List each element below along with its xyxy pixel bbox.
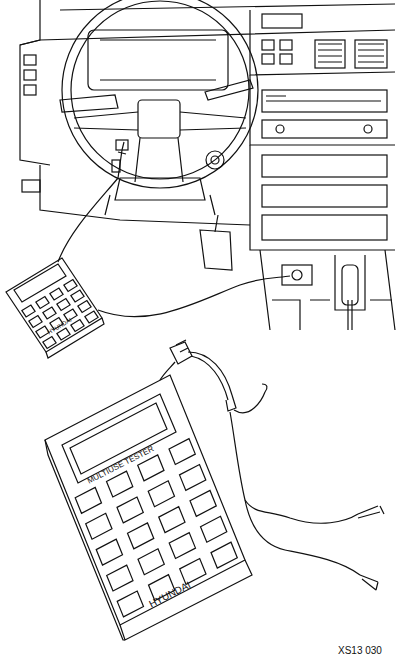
key-button [117, 497, 143, 523]
key-button [169, 439, 195, 465]
cable-leads [160, 340, 384, 590]
key-button [85, 311, 98, 323]
key-button [50, 288, 63, 300]
key-button [148, 481, 174, 507]
key-button [64, 280, 77, 292]
key-button [75, 487, 101, 513]
cable [58, 140, 290, 317]
key-button [22, 305, 35, 317]
key-button [29, 316, 42, 328]
key-button [180, 559, 206, 585]
key-button [43, 337, 56, 349]
key-button [57, 299, 70, 311]
figure-code: XS13 030 [338, 646, 382, 656]
key-button [138, 549, 164, 575]
key-button [201, 516, 227, 542]
key-button [128, 523, 154, 549]
key-button [169, 533, 195, 559]
key-button [117, 591, 143, 617]
tester-large [45, 375, 252, 640]
key-button [180, 465, 206, 491]
key-button [78, 301, 91, 313]
key-button [71, 320, 84, 332]
key-button [107, 565, 133, 591]
key-button [159, 507, 185, 533]
key-button [36, 297, 49, 309]
tester-small [6, 258, 104, 358]
key-button [211, 542, 237, 568]
key-button [71, 290, 84, 302]
steering-wheel [60, 0, 258, 215]
key-button [190, 490, 216, 516]
key-button [86, 513, 112, 539]
key-button [43, 307, 56, 319]
key-button [96, 539, 122, 565]
